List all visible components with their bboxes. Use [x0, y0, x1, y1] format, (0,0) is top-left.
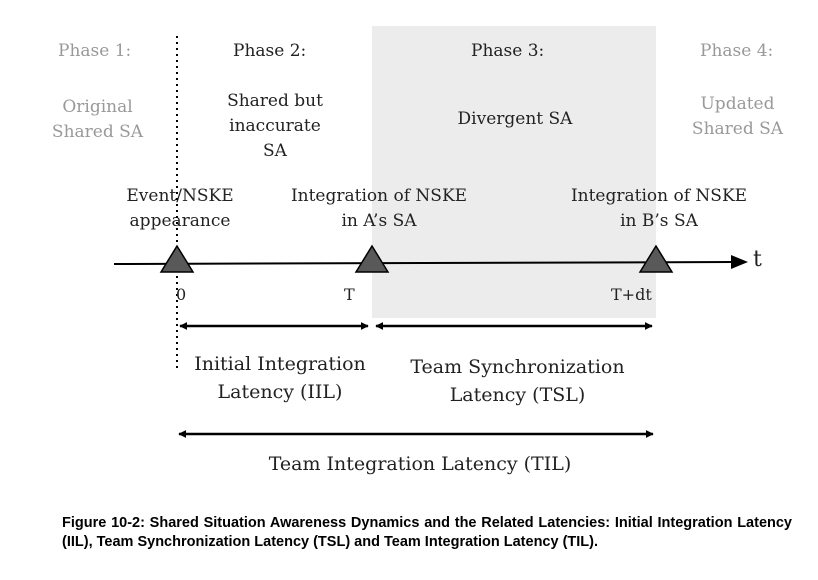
event-label-appearance: Event/NSKE appearance [110, 184, 250, 234]
iil-label-line: Latency (IIL) [217, 381, 343, 403]
phase-3-desc-line: Divergent SA [457, 109, 573, 129]
figure-caption: Figure 10-2: Shared Situation Awareness … [62, 515, 792, 550]
phase-1-desc-line: Original [62, 97, 133, 117]
tsl-label: Team Synchronization Latency (TSL) [395, 353, 640, 409]
event-marker-t [354, 244, 390, 273]
phase-2-desc-line: Shared but [227, 91, 323, 111]
phase-2-desc-line: SA [263, 141, 287, 161]
event-label-integration-b: Integration of NSKE in B’s SA [564, 184, 754, 234]
phase-3-highlight [372, 26, 656, 318]
event-label-line: in A’s SA [341, 211, 417, 231]
phase-4-desc: Updated Shared SA [680, 92, 795, 142]
phase-3-desc: Divergent SA [440, 107, 590, 132]
event-label-line: Integration of NSKE [570, 186, 748, 206]
til-label: Team Integration Latency (TIL) [268, 453, 572, 475]
event-label-line: in B’s SA [620, 211, 698, 231]
axis-label-t: t [753, 247, 762, 272]
phase-3-title: Phase 3: [471, 41, 545, 61]
tick-label-t: T [344, 285, 355, 304]
phase-1-desc: Original Shared SA [40, 95, 155, 145]
event-label-integration-a: Integration of NSKE in A’s SA [284, 184, 474, 234]
tsl-label-line: Latency (TSL) [449, 384, 586, 406]
phase-2-title: Phase 2: [233, 41, 307, 61]
phase-4-title: Phase 4: [700, 41, 774, 61]
tick-label-0: 0 [176, 285, 187, 304]
event-marker-tdt [638, 244, 674, 273]
event-label-line: Event/NSKE [126, 186, 234, 206]
event-label-line: Integration of NSKE [290, 186, 468, 206]
timeline-arrowhead [731, 255, 748, 269]
phase-2-desc: Shared but inaccurate SA [210, 89, 340, 164]
iil-label: Initial Integration Latency (IIL) [180, 350, 380, 406]
timeline-axis [113, 261, 735, 265]
phase-4-desc-line: Updated [700, 94, 775, 114]
event-marker-0 [159, 244, 195, 273]
event-label-line: appearance [129, 211, 231, 231]
phase-2-desc-line: inaccurate [229, 116, 321, 136]
tick-label-tdt: T+dt [611, 285, 652, 304]
tsl-label-line: Team Synchronization [410, 356, 625, 378]
iil-label-line: Initial Integration [194, 353, 366, 375]
phase-1-title: Phase 1: [58, 41, 132, 61]
phase-4-desc-line: Shared SA [691, 119, 784, 139]
phase-1-desc-line: Shared SA [51, 122, 144, 142]
